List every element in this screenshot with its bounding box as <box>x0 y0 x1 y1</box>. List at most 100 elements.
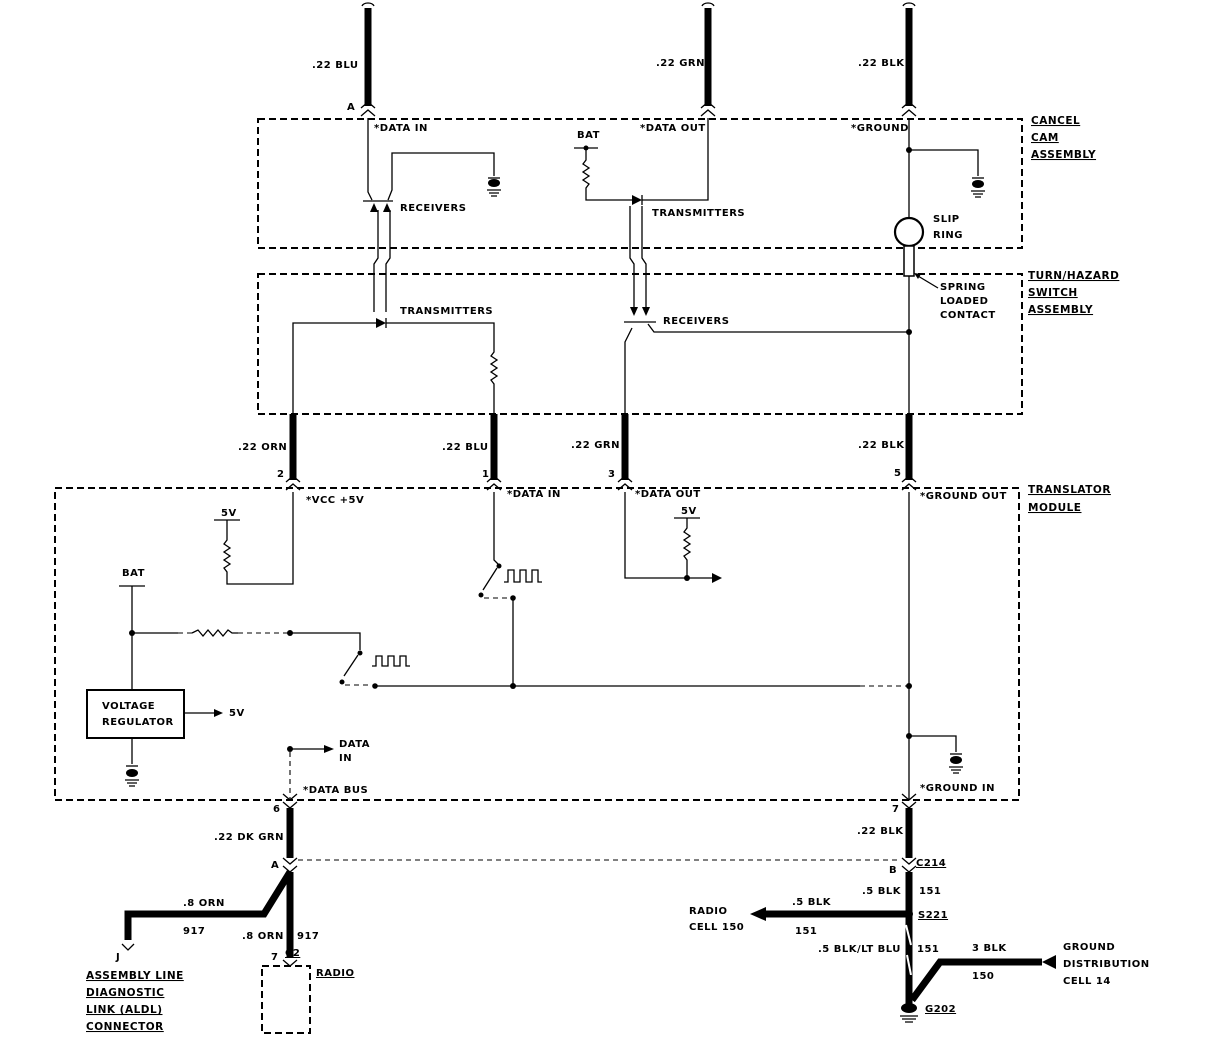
translator-module: TRANSLATOR MODULE *VCC +5V *DATA IN *DAT… <box>54 484 1111 815</box>
connector-icon <box>282 857 298 873</box>
blk22-lower-label: .22 BLK <box>857 826 904 837</box>
data-out-resistor <box>682 518 692 578</box>
break-mark <box>701 2 715 7</box>
radio-label: RADIO <box>316 968 354 979</box>
pin-3-label: 3 <box>608 469 615 480</box>
ground-icon <box>972 180 984 188</box>
stripe-mark <box>905 924 912 976</box>
orn8b-label: .8 ORN <box>242 931 284 942</box>
tm-line <box>290 632 361 650</box>
five-v-reg-label: 5V <box>229 708 245 719</box>
connector-icon <box>121 943 135 951</box>
top-wires: .22 BLU .22 GRN .22 BLK A <box>312 2 917 117</box>
pin-6-label: 6 <box>273 804 280 815</box>
break-mark <box>361 2 375 7</box>
pin-7-lower-label: 7 <box>271 952 278 963</box>
radio-cell-label-2: CELL 150 <box>689 922 744 933</box>
switch-node <box>496 563 502 569</box>
switch-node <box>339 679 345 685</box>
c151a-label: 151 <box>919 886 941 897</box>
s221-label: S221 <box>918 910 948 921</box>
translator-title-2: MODULE <box>1028 502 1081 514</box>
connector-icon <box>360 101 376 117</box>
arrow-icon <box>383 203 391 212</box>
arrow-icon <box>642 307 650 316</box>
slip-ring-icon <box>893 216 925 248</box>
middle-wires: .22 ORN .22 BLU .22 GRN .22 BLK 2 1 3 5 <box>238 414 917 491</box>
g202-label: G202 <box>925 1004 956 1015</box>
turn-hazard-title-2: SWITCH <box>1028 287 1078 299</box>
translator-title-1: TRANSLATOR <box>1028 484 1111 496</box>
pin-7-label: 7 <box>892 804 899 815</box>
pin-j-label: J <box>115 952 120 963</box>
orn-aldl-wire <box>124 870 293 940</box>
tm-data-in-line <box>493 492 500 566</box>
optic-link <box>641 206 647 308</box>
cam-data-in-line <box>367 118 373 201</box>
tm-data-in-label: *DATA IN <box>507 489 561 500</box>
ground-icon <box>950 756 962 764</box>
spring-contact-icon <box>903 245 915 277</box>
cancel-cam-title-2: CAM <box>1031 132 1059 144</box>
ground-in-label: *GROUND IN <box>920 783 995 794</box>
break-mark <box>902 2 916 7</box>
pin-a-lower-label: A <box>271 860 279 871</box>
five-v-label-a: 5V <box>221 508 237 519</box>
pin-1-label: 1 <box>482 469 489 480</box>
gnd-dist-wire <box>909 958 1042 1003</box>
aldl-label-4: CONNECTOR <box>86 1021 164 1033</box>
radio-cell-label-1: RADIO <box>689 906 727 917</box>
th-tx-diode <box>376 318 386 328</box>
tm-bat-label: BAT <box>122 568 145 579</box>
tm-ground-branch <box>909 735 957 752</box>
aldl-label-1: ASSEMBLY LINE <box>86 970 184 982</box>
connector-icon <box>901 101 917 117</box>
tm-resistor <box>191 628 238 638</box>
radio-box <box>261 965 311 1034</box>
c2-label: C2 <box>285 948 300 959</box>
ground-icon <box>126 769 138 777</box>
cancel-cam-box <box>257 118 1023 249</box>
mid-orn-label: .22 ORN <box>238 442 287 453</box>
mid-blk-label: .22 BLK <box>858 440 905 451</box>
th-vcc-line <box>292 322 376 414</box>
data-in-label-1: DATA <box>339 739 370 750</box>
cancel-cam-title-3: ASSEMBLY <box>1031 149 1096 161</box>
arrow-icon <box>750 907 766 921</box>
c151b-label: 151 <box>795 926 817 937</box>
gnd-dist-label-3: CELL 14 <box>1063 976 1111 987</box>
switch-blade <box>482 567 498 591</box>
optic-link <box>385 210 391 312</box>
turn-hazard-title-3: ASSEMBLY <box>1028 304 1093 316</box>
vcc-resistor <box>222 492 294 585</box>
dk-grn-label: .22 DK GRN <box>214 832 284 843</box>
tm-data-out-label: *DATA OUT <box>635 489 701 500</box>
c151c-label: 151 <box>917 944 939 955</box>
blk-lt-blu-label: .5 BLK/LT BLU <box>818 944 901 955</box>
cam-receiver-line <box>387 152 495 201</box>
th-receivers-label: RECEIVERS <box>663 316 729 327</box>
five-v-label-b: 5V <box>681 506 697 517</box>
top-blu-label: .22 BLU <box>312 60 358 71</box>
spring-label-3: CONTACT <box>940 310 996 321</box>
data-bus-node <box>510 683 516 689</box>
slip-ring-label-2: RING <box>933 230 963 241</box>
blk5b-label: .5 BLK <box>792 897 832 908</box>
aldl-label-2: DIAGNOSTIC <box>86 987 164 999</box>
slip-ring-label-1: SLIP <box>933 214 960 225</box>
connector-icon <box>901 857 917 873</box>
pin-b-label: B <box>889 865 897 876</box>
ground-icon-lines <box>949 766 963 774</box>
translator-box <box>54 487 1020 801</box>
ground-icon-lines <box>971 190 985 198</box>
c917a-label: 917 <box>183 926 205 937</box>
ground-icon-lines <box>125 779 139 787</box>
optic-link <box>373 210 379 312</box>
vr-label-1: VOLTAGE <box>102 701 155 712</box>
gnd-dist-label-2: DISTRIBUTION <box>1063 959 1150 970</box>
th-transmitters-label: TRANSMITTERS <box>400 306 493 317</box>
cancel-cam-title-1: CANCEL <box>1031 115 1080 127</box>
blk3-label: 3 BLK <box>972 943 1007 954</box>
tm-data-out-line <box>624 492 712 579</box>
turn-hazard-box <box>257 273 1023 415</box>
